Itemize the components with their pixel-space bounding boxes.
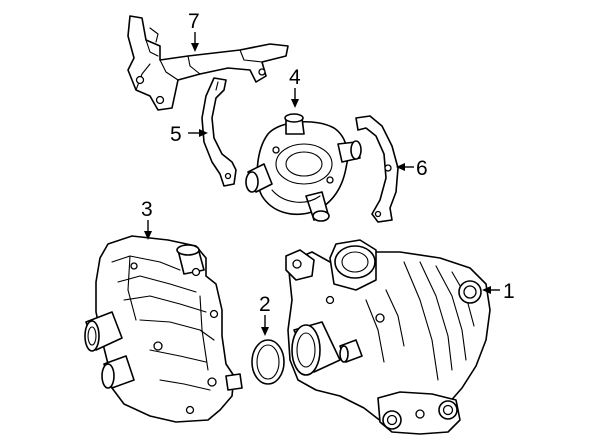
leader-2 <box>261 315 269 336</box>
leader-3 <box>144 220 152 240</box>
callout-7: 7 <box>188 10 200 33</box>
leader-6 <box>396 163 414 171</box>
callout-2: 2 <box>259 293 271 316</box>
callout-3: 3 <box>141 198 153 221</box>
part-1-water-pump <box>285 239 491 435</box>
callout-5: 5 <box>170 123 182 146</box>
leader-1 <box>482 286 500 294</box>
part-6-strap <box>355 115 399 223</box>
part-3-thermostat-housing <box>84 235 243 423</box>
callout-1: 1 <box>503 280 515 303</box>
leader-7 <box>191 32 199 52</box>
leader-5 <box>188 129 208 137</box>
part-7-bracket <box>127 15 289 111</box>
callout-6: 6 <box>416 157 428 180</box>
part-4-pump <box>245 113 362 222</box>
part-2-o-ring <box>251 339 285 385</box>
callout-4: 4 <box>289 66 301 89</box>
part-5-strap <box>201 77 237 187</box>
leader-4 <box>291 88 299 108</box>
